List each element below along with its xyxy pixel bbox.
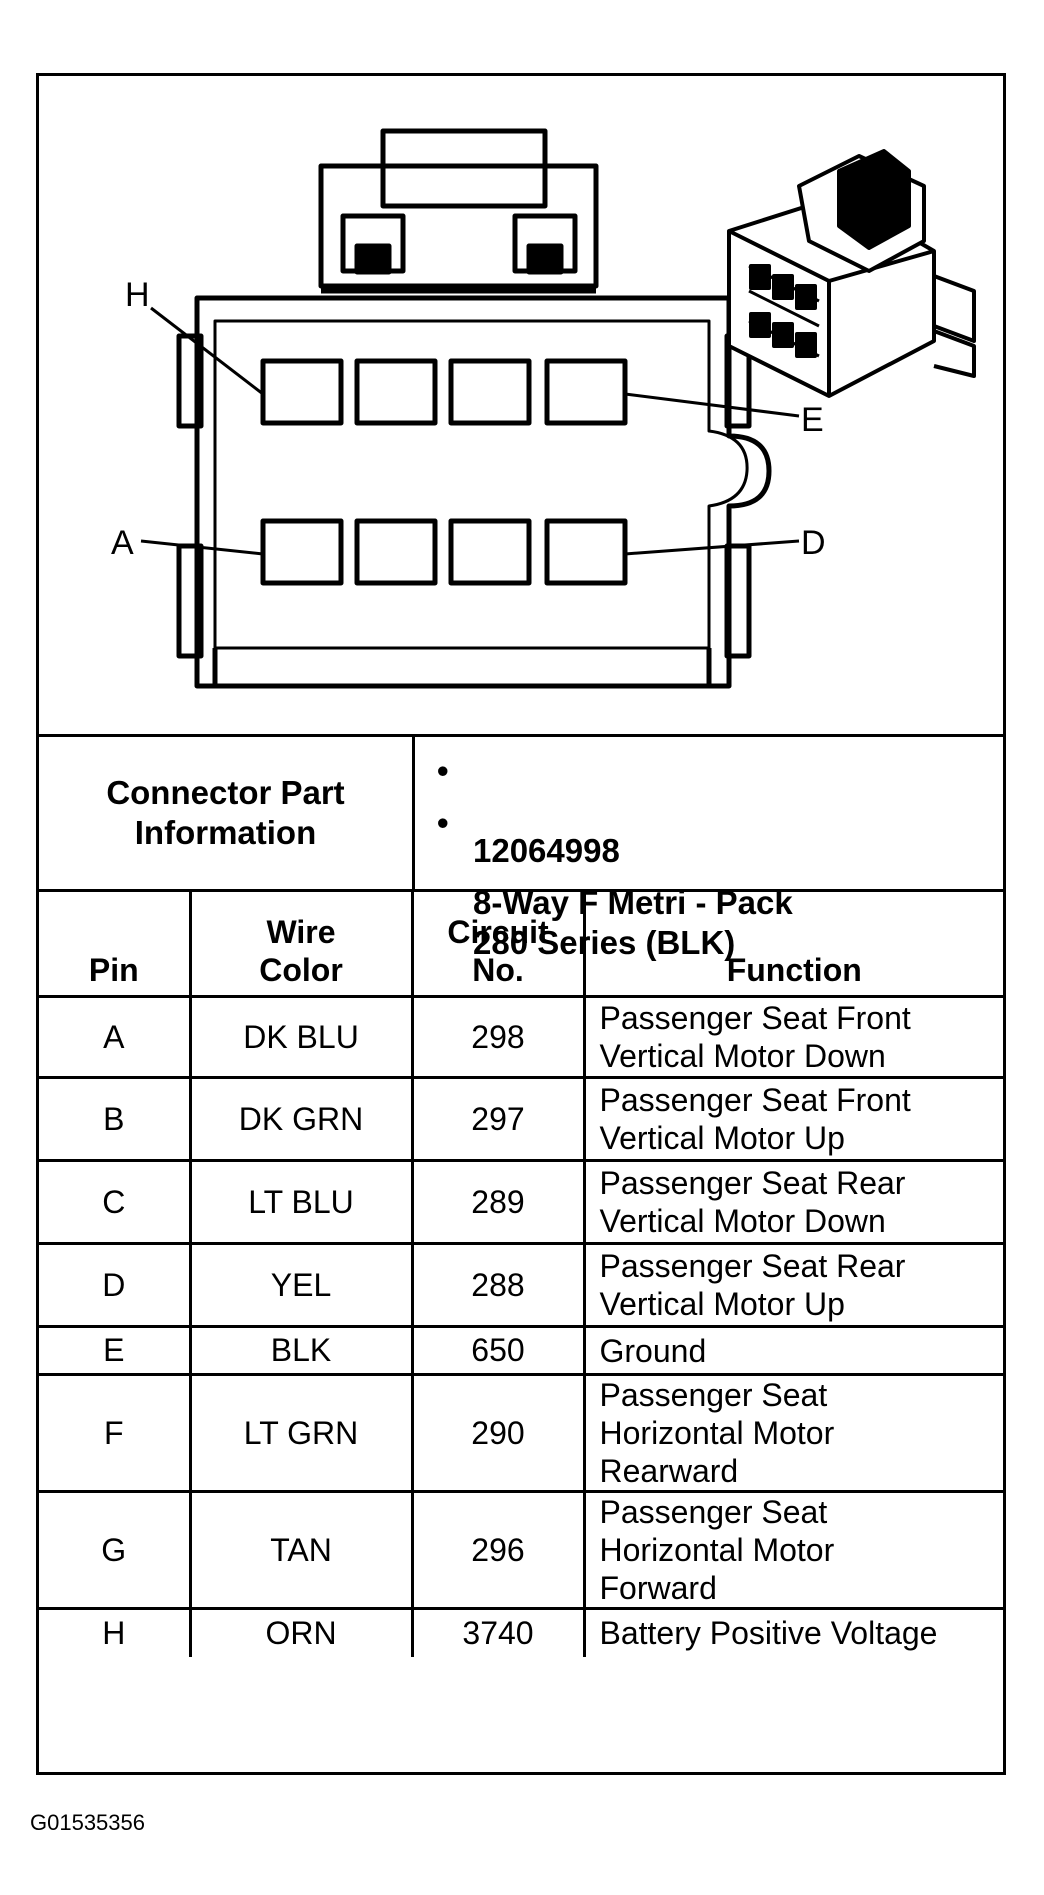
cavity-c [448, 518, 532, 586]
figure-id-caption: G01535356 [30, 1810, 145, 1835]
leader-e [624, 392, 800, 418]
table-row: C LT BLU 289 Passenger Seat Rear Vertica… [39, 1160, 1003, 1245]
bullet: • [437, 752, 449, 789]
table-row: H ORN 3740 Battery Positive Voltage [39, 1608, 1003, 1657]
connector-face-drawing: H E A D [111, 128, 976, 689]
leader-h [150, 306, 264, 396]
function-cell: Ground [584, 1326, 1003, 1376]
function-cell: Passenger Seat Rear Vertical Motor Down [584, 1160, 1003, 1245]
pin-cell: F [39, 1374, 192, 1493]
cavity-g [354, 358, 438, 426]
connector-isometric-view [727, 149, 976, 398]
connector-body [194, 295, 772, 689]
connector-inner-body [213, 319, 749, 650]
function-cell: Passenger Seat Horizontal Motor Forward [584, 1491, 1003, 1610]
header-wire-color: Wire Color [190, 892, 414, 998]
latch-clip-right-dark [526, 243, 564, 275]
table-row: G TAN 296 Passenger Seat Horizontal Moto… [39, 1491, 1003, 1610]
table-row: A DK BLU 298 Passenger Seat Front Vertic… [39, 996, 1003, 1079]
circuit-cell: 289 [412, 1160, 586, 1245]
pin-cell: B [39, 1077, 192, 1162]
circuit-cell: 296 [412, 1491, 586, 1610]
latch-tab [380, 128, 548, 209]
function-cell: Passenger Seat Rear Vertical Motor Up [584, 1243, 1003, 1328]
header-function: Function [584, 892, 1003, 998]
pin-cell: D [39, 1243, 192, 1328]
table-row: D YEL 288 Passenger Seat Rear Vertical M… [39, 1243, 1003, 1328]
side-key-left-top [176, 333, 204, 429]
wire-color-cell: YEL [190, 1243, 414, 1328]
pin-cell: G [39, 1491, 192, 1610]
wire-color-cell: ORN [190, 1608, 414, 1657]
wire-color-cell: LT BLU [190, 1160, 414, 1245]
cavity-h [260, 358, 344, 426]
latch-housing [318, 163, 599, 289]
callout-d: D [801, 524, 826, 562]
pin-table: Pin Wire Color Circuit No. Function A DK… [39, 892, 1003, 1657]
circuit-cell: 288 [412, 1243, 586, 1328]
wire-color-cell: TAN [190, 1491, 414, 1610]
cavity-d [544, 518, 628, 586]
bullet: • [437, 804, 449, 841]
circuit-cell: 3740 [412, 1608, 586, 1657]
pin-cell: A [39, 996, 192, 1079]
callout-e: E [801, 401, 824, 439]
function-cell: Passenger Seat Front Vertical Motor Up [584, 1077, 1003, 1162]
header-pin: Pin [39, 892, 192, 998]
leader-a [140, 539, 264, 556]
connector-info-label: Connector Part Information [106, 774, 345, 851]
table-row: F LT GRN 290 Passenger Seat Horizontal M… [39, 1374, 1003, 1493]
table-row: E BLK 650 Ground [39, 1326, 1003, 1376]
cavity-b [354, 518, 438, 586]
pin-cell: C [39, 1160, 192, 1245]
wire-color-cell: BLK [190, 1326, 414, 1376]
pin-cell: E [39, 1326, 192, 1376]
connector-info-item: • 12064998 [437, 751, 620, 871]
connector-diagram: H E A D [39, 76, 1003, 737]
cavity-a [260, 518, 344, 586]
callout-h: H [125, 276, 150, 314]
function-cell: Passenger Seat Front Vertical Motor Down [584, 996, 1003, 1079]
table-header-row: Pin Wire Color Circuit No. Function [39, 892, 1003, 998]
header-circuit-no: Circuit No. [412, 892, 586, 998]
connector-part-info: Connector Part Information • 12064998 • … [39, 737, 1003, 961]
pin-cell: H [39, 1608, 192, 1657]
function-cell: Passenger Seat Horizontal Motor Rearward [584, 1374, 1003, 1493]
circuit-cell: 297 [412, 1077, 586, 1162]
wire-color-cell: DK GRN [190, 1077, 414, 1162]
cavity-f [448, 358, 532, 426]
connector-info-list: • 12064998 • 8-Way F Metri - Pack 280 Se… [415, 737, 1003, 961]
table-row: B DK GRN 297 Passenger Seat Front Vertic… [39, 1077, 1003, 1162]
function-cell: Battery Positive Voltage [599, 1615, 938, 1652]
wire-color-cell: LT GRN [190, 1374, 414, 1493]
connector-part-number: 12064998 [473, 832, 620, 869]
circuit-cell: 298 [412, 996, 586, 1079]
leader-d [624, 539, 800, 556]
circuit-cell: 290 [412, 1374, 586, 1493]
circuit-cell: 650 [412, 1326, 586, 1376]
wire-color-cell: DK BLU [190, 996, 414, 1079]
connector-info-label-cell: Connector Part Information [39, 737, 415, 889]
callout-a: A [111, 524, 134, 562]
latch-clip-left-dark [354, 243, 392, 275]
connector-sheet: H E A D Connector Part Information • 120… [36, 73, 1006, 1775]
cavity-e [544, 358, 628, 426]
